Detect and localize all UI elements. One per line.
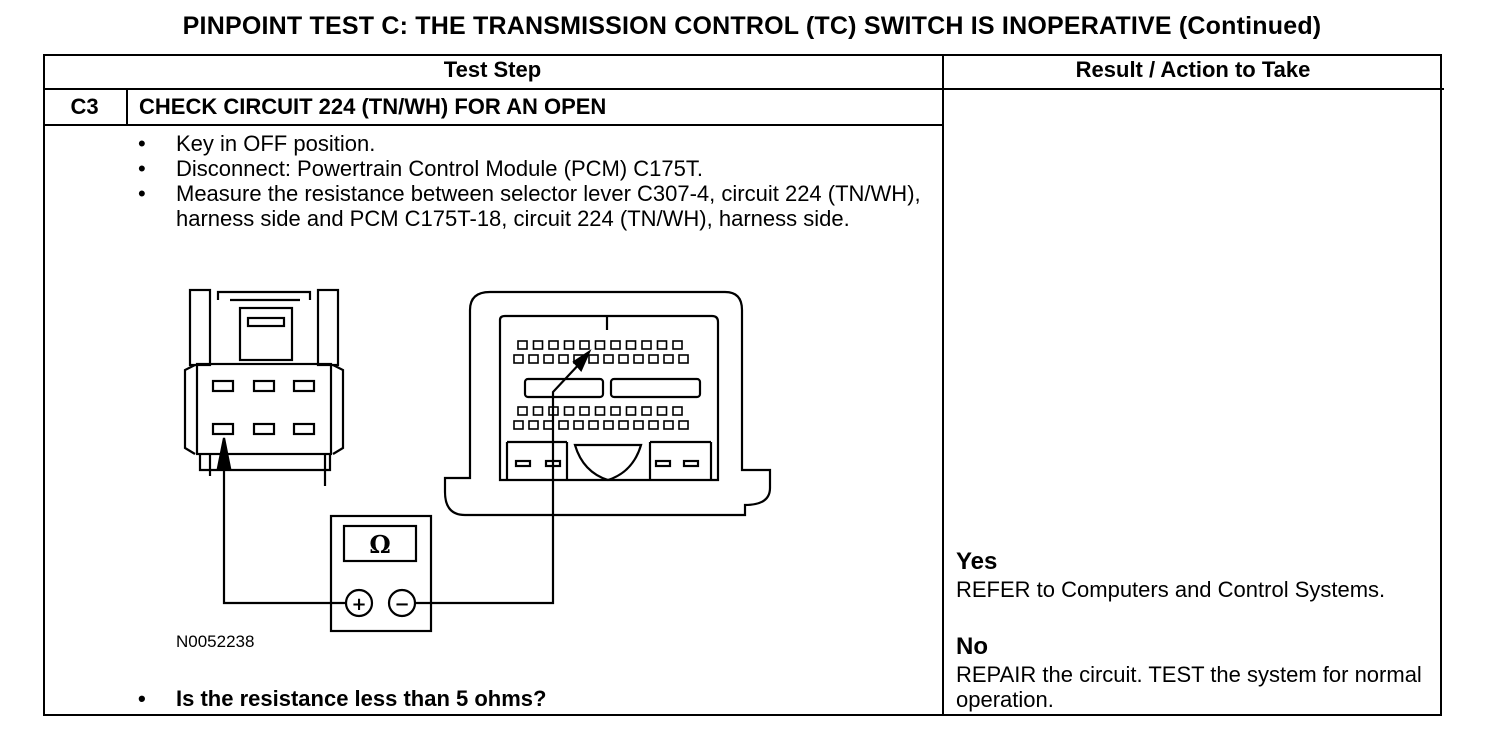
pcm-pin-cavity bbox=[532, 406, 544, 416]
pcm-pin-cavity bbox=[594, 406, 606, 416]
test-lead-negative bbox=[415, 359, 584, 605]
column-header-test-step: Test Step bbox=[443, 57, 542, 82]
pcm-pin-cavity bbox=[625, 340, 637, 350]
pcm-pin-cavity bbox=[563, 406, 575, 416]
question-text: Is the resistance less than 5 ohms? bbox=[176, 686, 547, 711]
pcm-pin-cavity bbox=[528, 354, 539, 364]
step-header-row bbox=[43, 88, 944, 126]
column-header-result: Result / Action to Take bbox=[1075, 57, 1311, 82]
ohmmeter bbox=[329, 514, 433, 633]
pcm-pin-cavity bbox=[558, 420, 569, 430]
pcm-pin-cavity bbox=[573, 420, 584, 430]
pcm-pin-cavity bbox=[543, 420, 554, 430]
pcm-pin-array bbox=[513, 340, 689, 430]
pcm-pin-cavity bbox=[648, 420, 659, 430]
header-divider bbox=[43, 88, 1444, 90]
pcm-pin-cavity bbox=[603, 354, 614, 364]
pcm-pin-cavity bbox=[548, 340, 559, 350]
pcm-pin-cavity bbox=[579, 340, 590, 350]
pcm-pin-cavity bbox=[672, 406, 683, 416]
pcm-pin-cavity bbox=[618, 354, 629, 364]
pcm-pin-cavity bbox=[678, 420, 689, 430]
question-bullet: • bbox=[138, 686, 146, 711]
pcm-pin-cavity bbox=[648, 354, 659, 364]
result-no-action: REPAIR the circuit. TEST the system for … bbox=[956, 662, 1422, 712]
pcm-pin-cavity bbox=[579, 406, 590, 416]
minus-label: − bbox=[394, 594, 409, 615]
ohm-symbol: Ω bbox=[369, 530, 390, 559]
lead-arrow-positive bbox=[216, 437, 232, 470]
pcm-pin-cavity bbox=[532, 340, 544, 350]
pcm-pin-cavity bbox=[656, 340, 668, 350]
pcm-pin-cavity bbox=[656, 406, 668, 416]
pcm-connector bbox=[443, 290, 772, 517]
pcm-pin-cavity bbox=[618, 420, 629, 430]
pcm-pin-cavity bbox=[517, 340, 528, 350]
pcm-pin-cavity bbox=[610, 406, 621, 416]
test-table bbox=[43, 54, 1442, 716]
instruction-item: Measure the resistance between selector … bbox=[138, 181, 936, 231]
pcm-pin-cavity bbox=[573, 354, 584, 364]
pcm-pin-cavity bbox=[610, 340, 621, 350]
pcm-pin-cavity bbox=[625, 406, 637, 416]
step-id-divider bbox=[126, 88, 128, 126]
test-lead-positive bbox=[222, 462, 346, 605]
step-title: CHECK CIRCUIT 224 (TN/WH) FOR AN OPEN bbox=[139, 94, 607, 119]
step-id: C3 bbox=[70, 94, 99, 119]
pcm-pin-cavity bbox=[563, 340, 575, 350]
pcm-pin-cavity bbox=[558, 354, 569, 364]
pcm-pin-cavity bbox=[641, 340, 652, 350]
plus-label: + bbox=[351, 594, 366, 615]
instruction-list: Key in OFF position. Disconnect: Powertr… bbox=[138, 131, 936, 231]
pcm-pin-cavity bbox=[678, 354, 689, 364]
result-yes-label: Yes bbox=[956, 548, 998, 575]
instruction-item: Disconnect: Powertrain Control Module (P… bbox=[138, 156, 936, 181]
pcm-pin-cavity bbox=[663, 354, 674, 364]
lead-arrow-negative bbox=[572, 348, 592, 373]
pcm-pin-cavity bbox=[588, 420, 599, 430]
result-yes-action: REFER to Computers and Control Systems. bbox=[956, 577, 1386, 602]
column-divider bbox=[942, 54, 944, 716]
instruction-item: Key in OFF position. bbox=[138, 131, 936, 156]
pcm-pin-cavity bbox=[543, 354, 554, 364]
pcm-pin-cavity bbox=[528, 420, 539, 430]
selector-lever-connector bbox=[183, 288, 345, 486]
pcm-pin-cavity bbox=[663, 420, 674, 430]
pcm-pin-cavity bbox=[548, 406, 559, 416]
pcm-pin-cavity bbox=[588, 354, 599, 364]
page-title: PINPOINT TEST C: THE TRANSMISSION CONTRO… bbox=[182, 12, 1322, 40]
result-no-label: No bbox=[956, 633, 988, 660]
pcm-pin-cavity bbox=[633, 354, 644, 364]
pcm-pin-cavity bbox=[672, 340, 683, 350]
pcm-pin-cavity bbox=[633, 420, 644, 430]
pcm-pin-cavity bbox=[641, 406, 652, 416]
pcm-pin-cavity bbox=[517, 406, 528, 416]
pcm-pin-cavity bbox=[513, 354, 524, 364]
pcm-pin-cavity bbox=[594, 340, 606, 350]
pcm-pin-cavity bbox=[513, 420, 524, 430]
pcm-pin-cavity bbox=[603, 420, 614, 430]
figure-id: N0052238 bbox=[176, 632, 255, 651]
